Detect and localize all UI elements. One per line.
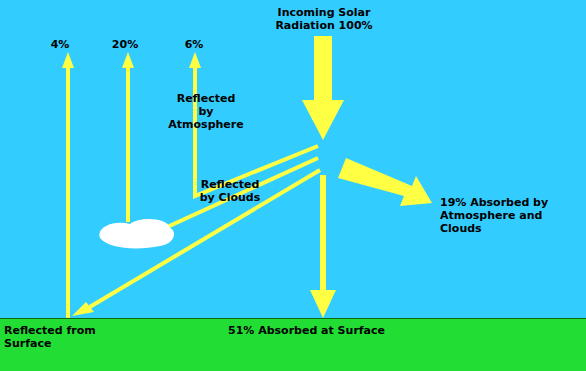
incoming-arrow [302, 36, 344, 140]
absorbed-label: 19% Absorbed by Atmosphere and Clouds [440, 196, 550, 235]
reflect-cloud-line [126, 66, 130, 222]
arrow-head [122, 52, 134, 68]
surface-label: 51% Absorbed at Surface [228, 324, 448, 337]
clouds-label: Reflected by Clouds [196, 178, 264, 204]
percent-label: 20% [105, 38, 145, 51]
surface-arrow [310, 175, 336, 318]
ground-band: Reflected from Surface 51% Absorbed at Su… [0, 318, 586, 371]
reflect-surface-line [66, 66, 70, 318]
arrow-head [62, 52, 74, 68]
cloud [99, 219, 174, 248]
absorbed-arrow [338, 158, 432, 206]
incoming-label: Incoming Solar Radiation 100% [268, 6, 380, 32]
percent-label: 6% [178, 38, 210, 51]
atmosphere-label: Reflected by Atmosphere [168, 92, 244, 131]
surface-label: Reflected from Surface [4, 324, 114, 350]
arrow-head [189, 52, 201, 68]
reflect-atmos-line [195, 66, 318, 196]
surface-reflect-line [88, 170, 320, 308]
percent-label: 4% [45, 38, 75, 51]
